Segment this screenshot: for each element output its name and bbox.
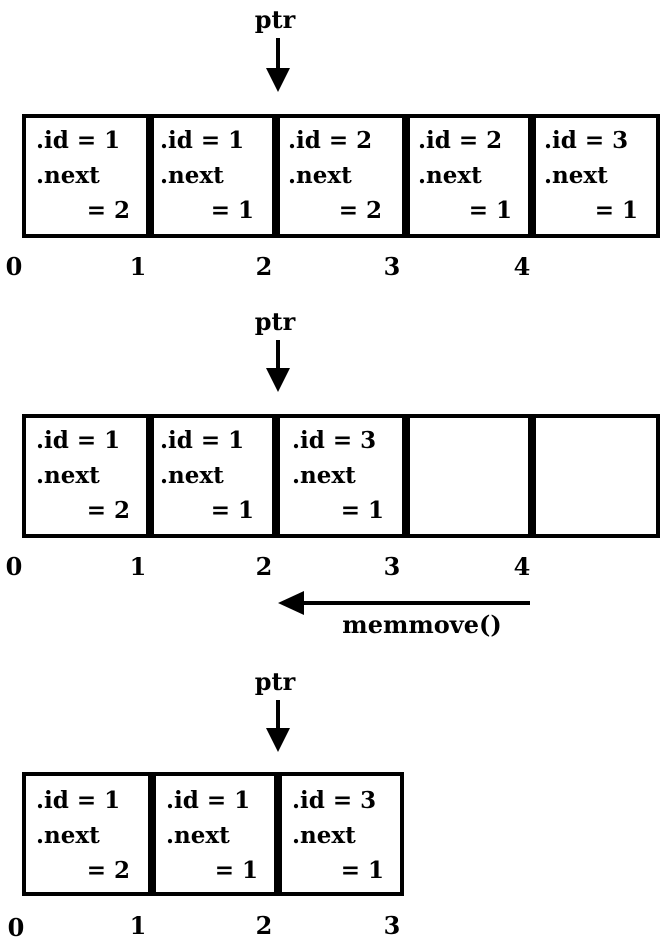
array-cell: .id = 2 .next = 2	[288, 127, 382, 224]
index-label: 2	[256, 252, 273, 281]
svg-text:.id = 3: .id = 3	[544, 127, 628, 154]
ptr-arrow	[266, 38, 290, 92]
array-cell: .id = 2 .next = 1	[418, 127, 512, 224]
index-label: 3	[384, 252, 401, 281]
svg-text:= 1: = 1	[215, 857, 258, 884]
index-label: 4	[514, 552, 531, 581]
svg-text:= 1: = 1	[211, 497, 254, 524]
svg-text:.next: .next	[292, 462, 356, 489]
array-box	[22, 114, 660, 238]
svg-text:.next: .next	[160, 162, 224, 189]
array-cell: .id = 1 .next = 2	[36, 427, 130, 524]
index-label: 2	[256, 552, 273, 581]
array-cell: .id = 1 .next = 2	[36, 127, 130, 224]
ptr-label: ptr	[255, 307, 296, 336]
array-state-1: ptr .id = 1 .next = 2 .id = 1 .next = 1 …	[6, 5, 660, 281]
svg-text:.id = 1: .id = 1	[36, 127, 120, 154]
svg-text:.next: .next	[36, 162, 100, 189]
index-label: 4	[514, 252, 531, 281]
index-label: 1	[130, 911, 147, 940]
svg-text:.id = 1: .id = 1	[36, 787, 120, 814]
svg-text:= 2: = 2	[339, 197, 382, 224]
svg-text:.next: .next	[544, 162, 608, 189]
svg-text:= 2: = 2	[87, 497, 130, 524]
array-state-2: ptr .id = 1 .next = 2 .id = 1 .next = 1 …	[6, 307, 660, 639]
svg-text:.next: .next	[292, 822, 356, 849]
array-cell: .id = 1 .next = 1	[160, 427, 254, 524]
svg-text:.id = 2: .id = 2	[418, 127, 502, 154]
svg-text:.id = 1: .id = 1	[36, 427, 120, 454]
svg-text:.id = 1: .id = 1	[160, 427, 244, 454]
svg-text:.id = 3: .id = 3	[292, 787, 376, 814]
index-label: 0	[6, 252, 23, 281]
ptr-arrow	[266, 700, 290, 752]
ptr-label: ptr	[255, 667, 296, 696]
index-label: 3	[384, 911, 401, 940]
array-box	[22, 414, 660, 538]
svg-text:.id = 2: .id = 2	[288, 127, 372, 154]
svg-text:.next: .next	[36, 822, 100, 849]
svg-text:.next: .next	[288, 162, 352, 189]
svg-text:= 2: = 2	[87, 857, 130, 884]
svg-text:.id = 1: .id = 1	[166, 787, 250, 814]
index-label: 0	[6, 552, 23, 581]
svg-text:= 2: = 2	[87, 197, 130, 224]
array-state-3: ptr .id = 1 .next = 2 .id = 1 .next = 1 …	[8, 667, 404, 942]
memmove-arrow	[278, 591, 530, 615]
svg-text:.id = 1: .id = 1	[160, 127, 244, 154]
svg-text:= 1: = 1	[469, 197, 512, 224]
svg-text:.next: .next	[166, 822, 230, 849]
svg-text:.next: .next	[160, 462, 224, 489]
index-label: 1	[130, 252, 147, 281]
index-label: 3	[384, 552, 401, 581]
array-cell: .id = 1 .next = 2	[36, 787, 130, 884]
svg-text:.id = 3: .id = 3	[292, 427, 376, 454]
svg-text:= 1: = 1	[341, 857, 384, 884]
index-label: 0	[8, 913, 25, 942]
array-box	[22, 772, 404, 896]
ptr-label: ptr	[255, 5, 296, 34]
array-cell: .id = 3 .next = 1	[292, 427, 384, 524]
svg-text:.next: .next	[418, 162, 482, 189]
ptr-arrow	[266, 340, 290, 392]
index-label: 1	[130, 552, 147, 581]
index-label: 2	[256, 911, 273, 940]
svg-text:= 1: = 1	[595, 197, 638, 224]
array-cell: .id = 3 .next = 1	[544, 127, 638, 224]
memmove-label: memmove()	[342, 610, 501, 639]
array-cell: .id = 1 .next = 1	[166, 787, 258, 884]
array-cell: .id = 1 .next = 1	[160, 127, 254, 224]
array-cell: .id = 3 .next = 1	[292, 787, 384, 884]
svg-text:= 1: = 1	[341, 497, 384, 524]
svg-text:= 1: = 1	[211, 197, 254, 224]
svg-text:.next: .next	[36, 462, 100, 489]
